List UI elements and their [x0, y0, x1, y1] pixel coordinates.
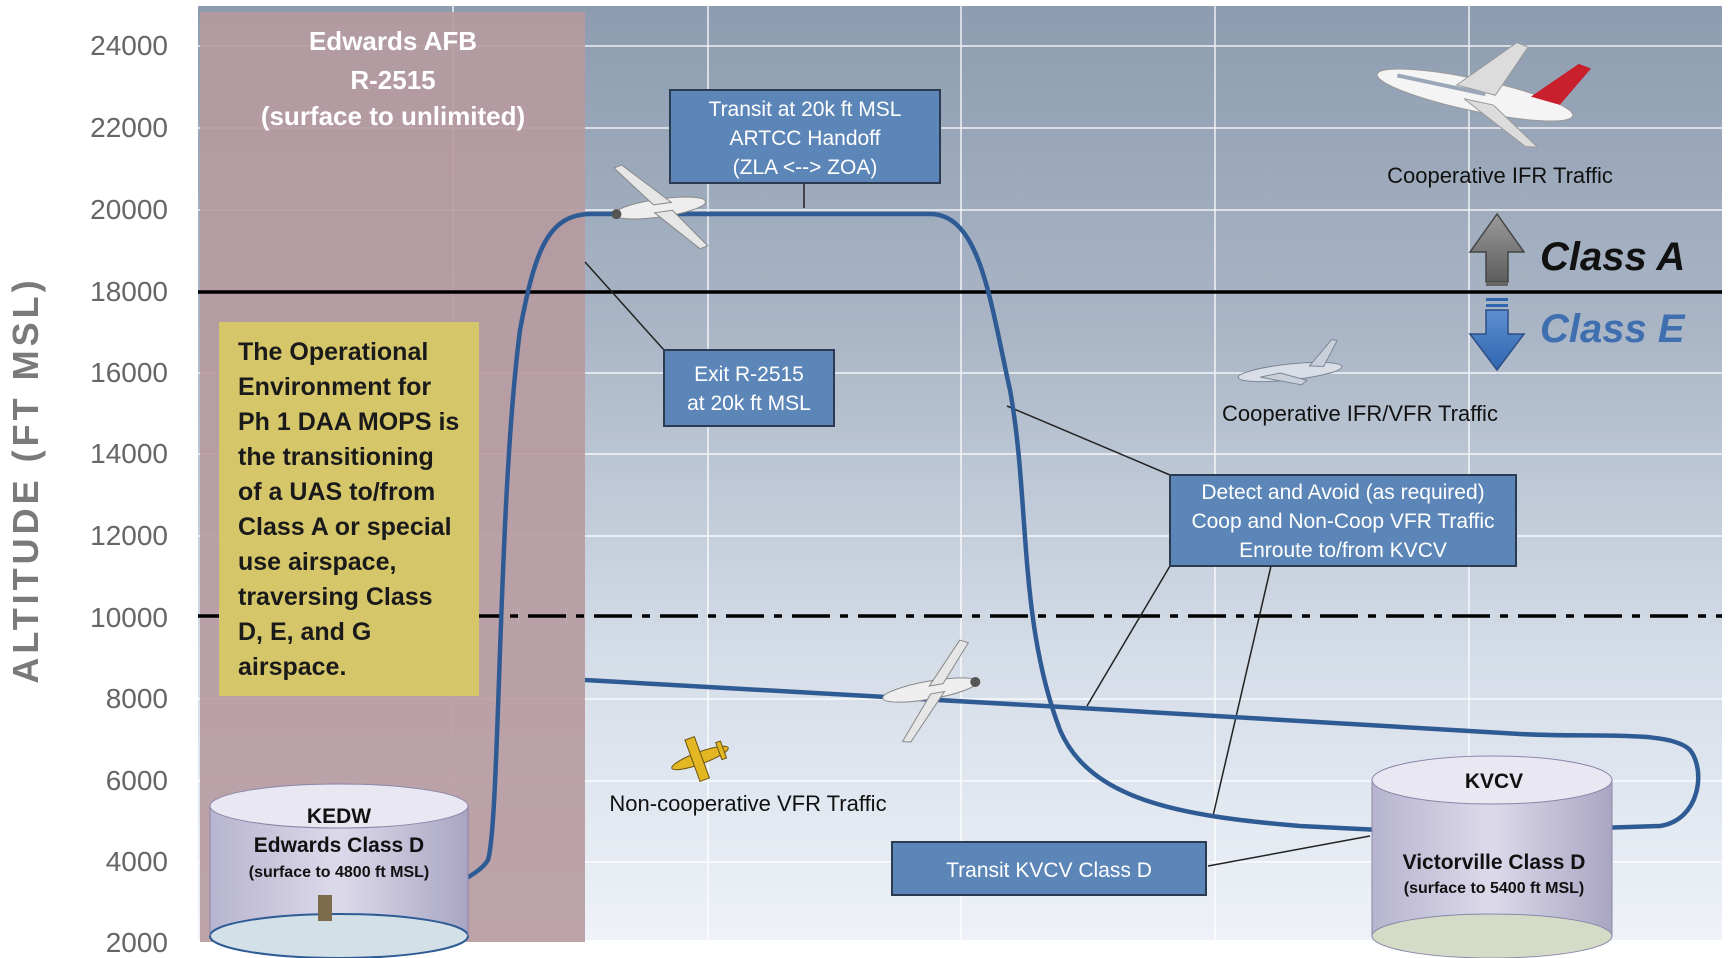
callout-detect-text: Detect and Avoid (as required) Coop and … — [1191, 481, 1494, 562]
uas-drone-icon — [611, 164, 709, 250]
kedw-name: Edwards Class D — [254, 834, 424, 857]
traffic-ifr-label: Cooperative IFR Traffic — [1387, 163, 1613, 188]
kvcv-code: KVCV — [1465, 770, 1523, 793]
kvcv-name: Victorville Class D — [1403, 851, 1586, 874]
control-tower-icon — [318, 895, 332, 921]
svg-text:D, E, and G: D, E, and G — [238, 618, 371, 646]
callout-kvcv-transit-text: Transit KVCV Class D — [946, 859, 1152, 882]
info-box — [219, 322, 479, 696]
svg-text:The Operational: The Operational — [238, 338, 428, 366]
y-axis-label: ALTITUDE (FT MSL) — [5, 276, 46, 683]
svg-text:traversing Class: traversing Class — [238, 583, 433, 611]
small-aircraft-icon — [1237, 338, 1343, 386]
y-tick: 8000 — [106, 683, 168, 714]
svg-text:(ZLA <--> ZOA): (ZLA <--> ZOA) — [733, 156, 878, 179]
svg-text:Transit at 20k ft MSL: Transit at 20k ft MSL — [709, 98, 902, 121]
restricted-area-name: R-2515 — [350, 65, 435, 95]
callout-exit-text: Exit R-2515 at 20k ft MSL — [687, 363, 811, 415]
svg-text:use airspace,: use airspace, — [238, 548, 396, 576]
uas-flight-path — [338, 211, 1701, 928]
kedw-code: KEDW — [307, 805, 371, 828]
callout-exit-box — [663, 349, 835, 427]
svg-text:of a UAS to/from: of a UAS to/from — [238, 478, 435, 506]
svg-text:Detect and Avoid (as required): Detect and Avoid (as required) — [1201, 481, 1484, 504]
y-tick: 12000 — [90, 520, 168, 551]
info-box-text: The Operational Environment for Ph 1 DAA… — [238, 338, 459, 681]
uas-drone-icon — [882, 639, 981, 743]
y-tick: 6000 — [106, 765, 168, 796]
traffic-ifr-vfr-label: Cooperative IFR/VFR Traffic — [1222, 401, 1498, 426]
restricted-area-label: Edwards AFB R-2515 (surface to unlimited… — [261, 26, 525, 131]
svg-text:the transitioning: the transitioning — [238, 443, 434, 471]
y-axis-ticks: 24000 22000 20000 18000 16000 14000 1200… — [90, 30, 168, 958]
svg-text:airspace.: airspace. — [238, 653, 346, 681]
y-tick: 14000 — [90, 438, 168, 469]
callout-leader-lines — [584, 183, 1371, 867]
callout-transit-text: Transit at 20k ft MSL ARTCC Handoff (ZLA… — [709, 98, 902, 179]
svg-text:ARTCC Handoff: ARTCC Handoff — [730, 127, 881, 150]
light-aircraft-icon — [671, 736, 729, 783]
airliner-icon — [1376, 41, 1592, 148]
class-e-label: Class E — [1540, 307, 1686, 351]
svg-text:Environment for: Environment for — [238, 373, 431, 401]
y-tick: 22000 — [90, 112, 168, 143]
y-tick: 24000 — [90, 30, 168, 61]
restricted-area-extent: (surface to unlimited) — [261, 101, 525, 131]
svg-text:Class A or special: Class A or special — [238, 513, 452, 541]
kvcv-extent: (surface to 5400 ft MSL) — [1404, 880, 1584, 897]
y-tick: 10000 — [90, 602, 168, 633]
svg-text:Coop and Non-Coop VFR Traffic: Coop and Non-Coop VFR Traffic — [1191, 510, 1494, 533]
kedw-extent: (surface to 4800 ft MSL) — [249, 864, 429, 881]
svg-text:Ph 1 DAA MOPS is: Ph 1 DAA MOPS is — [238, 408, 459, 436]
callout-detect-box — [1169, 474, 1517, 567]
callout-kvcv-transit-box — [891, 841, 1207, 896]
y-tick: 18000 — [90, 276, 168, 307]
svg-text:Enroute to/from KVCV: Enroute to/from KVCV — [1239, 539, 1447, 562]
y-tick: 20000 — [90, 194, 168, 225]
y-tick: 4000 — [106, 846, 168, 877]
y-tick: 2000 — [106, 927, 168, 958]
restricted-area-title: Edwards AFB — [309, 26, 477, 56]
svg-text:at 20k ft MSL: at 20k ft MSL — [687, 392, 811, 415]
class-a-label: Class A — [1540, 235, 1685, 279]
kedw-class-d-cylinder — [209, 783, 469, 958]
arrow-down-icon — [1468, 298, 1526, 372]
kvcv-class-d-cylinder — [1371, 755, 1613, 958]
y-tick: 16000 — [90, 357, 168, 388]
arrow-up-icon — [1468, 212, 1526, 286]
svg-text:Exit R-2515: Exit R-2515 — [694, 363, 804, 386]
callout-transit-box — [669, 89, 941, 184]
traffic-noncoop-label: Non-cooperative VFR Traffic — [609, 791, 886, 816]
